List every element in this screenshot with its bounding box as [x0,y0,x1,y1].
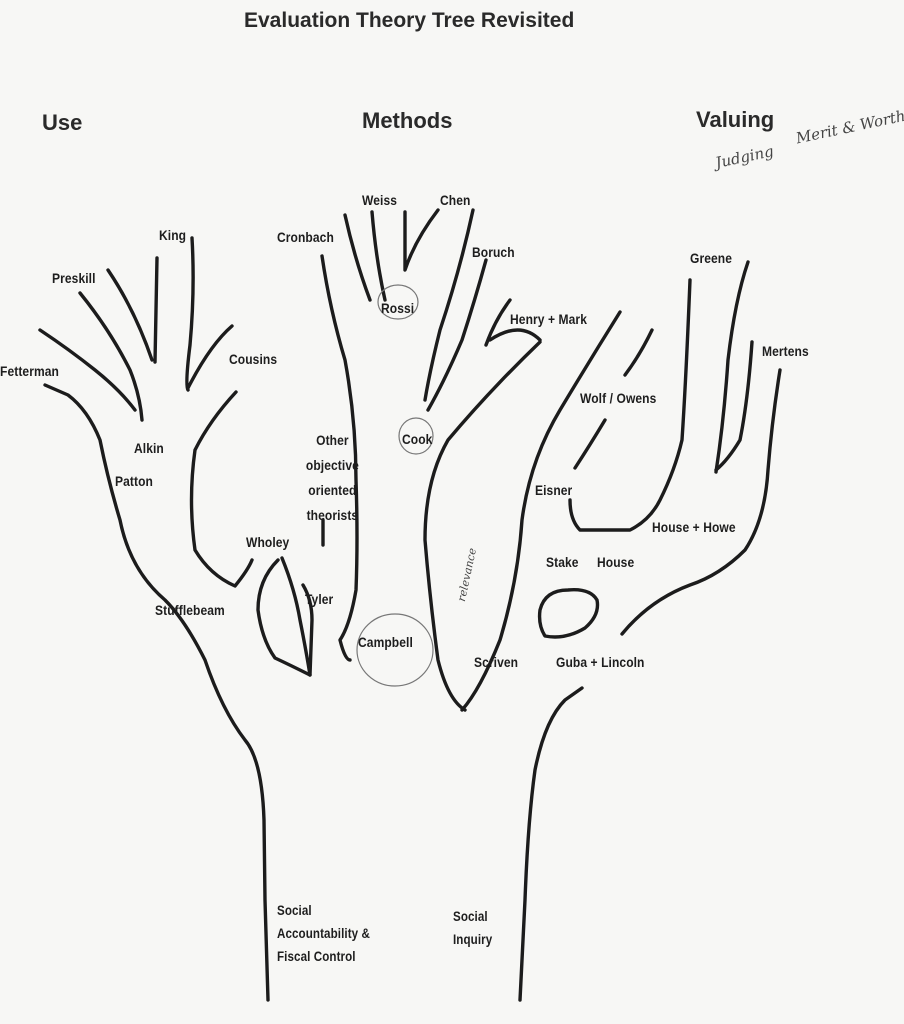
circle-rossi [377,284,419,320]
theorist-scriven: Scriven [474,654,519,670]
theorist-boruch: Boruch [472,244,515,260]
theorist-henry-mark: Henry + Mark [510,311,587,327]
right-trunk-inner [620,368,782,636]
branch-greene-b [714,340,754,472]
branch-wolfowens [623,328,654,377]
branch-boruch-b [426,258,488,412]
branch-preskill [78,291,144,422]
theorist-mertens: Mertens [762,343,809,359]
theorist-stake: Stake [546,554,579,570]
branch-wolfowens-b [573,418,607,470]
branch-king-left [106,268,154,362]
theorist-king: King [159,227,187,243]
branch-label-use: Use [42,110,83,135]
branch-label-methods: Methods [362,108,453,133]
theorist-tyler: Tyler [305,591,334,607]
branch-label-valuing: Valuing [696,107,775,132]
theorist-guba-lincoln: Guba + Lincoln [556,654,645,670]
methods-right [423,340,542,712]
theorist-patton: Patton [115,473,153,489]
branch-fetterman [38,328,137,412]
branch-henrymark-b [488,328,542,342]
stake-loop [537,588,600,639]
branch-greene [714,260,750,474]
theorist-weiss: Weiss [362,192,398,208]
left-trunk-inner [256,558,312,677]
branch-weiss [343,213,372,302]
branch-cousins [189,390,254,588]
theorist-chen: Chen [440,192,471,208]
branch-weiss-b [370,210,387,302]
theorist-alkin: Alkin [134,440,164,456]
branch-alkin [185,236,195,392]
theorist-house: House [597,554,635,570]
branch-househowe [568,278,692,532]
root-social-accountability: Social Accountability & Fiscal Control [277,903,370,964]
theorist-other-objective: Other objective oriented theorists [305,432,359,523]
branch-chen [403,208,440,272]
theorist-preskill: Preskill [52,270,96,286]
theorist-campbell: Campbell [358,634,413,650]
diagram-title: Evaluation Theory Tree Revisited [244,9,575,32]
branch-king-stem [153,256,159,364]
theorist-greene: Greene [690,250,733,266]
circle-cook [398,417,434,455]
theorist-rossi: Rossi [381,300,415,316]
circle-campbell [356,613,434,687]
branch-scriven [460,310,622,712]
theorist-house-howe: House + Howe [652,519,736,535]
branch-boruch [423,208,475,402]
methods-left [320,254,359,662]
theorist-stufflebeam: Stufflebeam [155,602,225,618]
right-trunk [518,686,584,1002]
left-trunk-outer [43,383,270,1002]
theorist-cook: Cook [402,431,433,447]
theorist-wolf-owens: Wolf / Owens [580,390,657,406]
branch-alkin-right [186,324,234,390]
theorist-cronbach: Cronbach [277,229,334,245]
branch-wholey [280,556,314,677]
theorist-wholey: Wholey [246,534,290,550]
root-social-inquiry: Social Inquiry [453,909,493,947]
theorist-cousins: Cousins [229,351,278,367]
branch-henrymark [484,298,512,347]
theorist-fetterman: Fetterman [0,363,59,379]
theorist-eisner: Eisner [535,482,573,498]
